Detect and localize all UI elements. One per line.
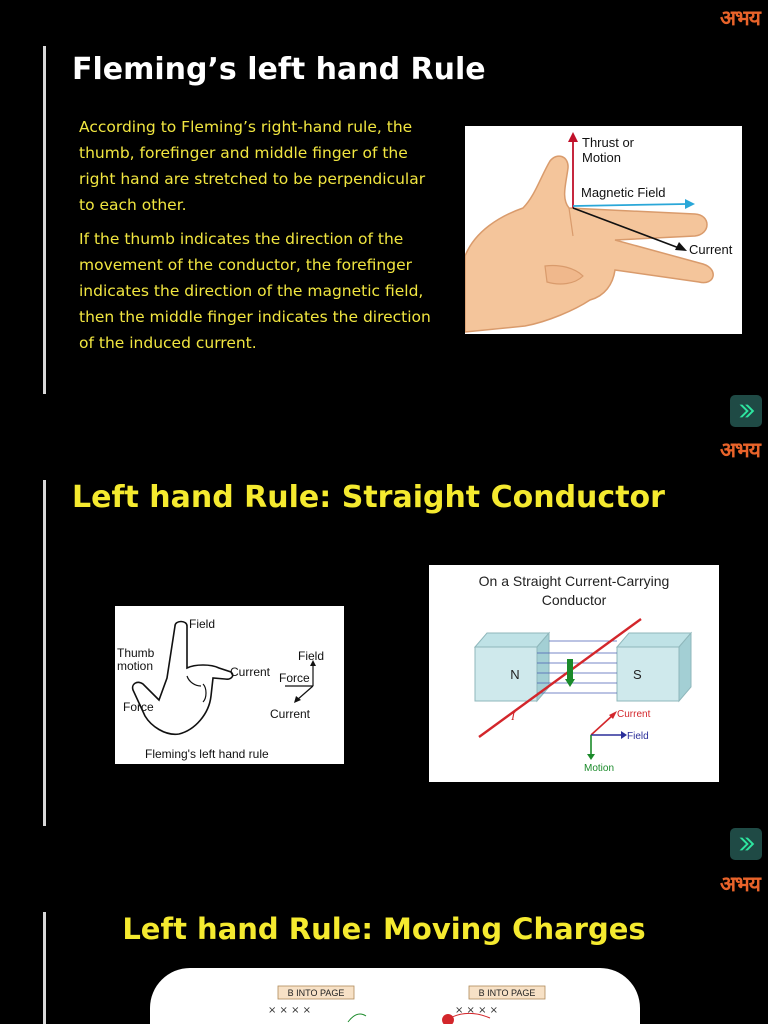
brand-logo: अभय — [720, 871, 761, 896]
brand-logo: अभय — [720, 5, 761, 30]
slide-title: Left hand Rule: Straight Conductor — [72, 480, 665, 515]
double-chevron-right-icon — [739, 404, 755, 418]
field-marks-left: × × × × — [268, 1005, 311, 1016]
paragraph-definition: According to Fleming’s right-hand rule, … — [79, 118, 426, 214]
magnet-n-label: N — [510, 667, 519, 682]
charges-diagram: B INTO PAGE B INTO PAGE × × × × × × × × — [268, 985, 546, 1024]
brand-logo: अभय — [720, 437, 761, 462]
charge-dot — [442, 1014, 454, 1024]
slide-straight-conductor: अभय Left hand Rule: Straight Conductor F… — [0, 430, 768, 860]
straight-conductor-figure: On a Straight Current-Carrying Conductor… — [429, 565, 719, 782]
label-magnetic-field: Magnetic Field — [581, 185, 666, 200]
double-chevron-right-icon — [739, 837, 755, 851]
slide-title: Fleming’s left hand Rule — [72, 52, 486, 87]
legend-current: Current — [617, 709, 651, 720]
label-thumb: Thumb — [117, 646, 155, 660]
slide-flemings-rule: अभय Fleming’s left hand Rule According t… — [0, 0, 768, 428]
label-current-finger: Current — [230, 665, 271, 679]
label-motion: Motion — [582, 150, 621, 165]
next-slide-button[interactable] — [730, 395, 762, 427]
axis-current-label: Current — [270, 707, 311, 721]
accent-bar — [43, 480, 46, 826]
paragraph-directions: If the thumb indicates the direction of … — [79, 230, 431, 352]
figure-title-line2: Conductor — [542, 592, 607, 608]
label-current: Current — [689, 242, 733, 257]
accent-bar — [43, 46, 46, 394]
hand-illustration: Thrust or Motion Magnetic Field Current — [464, 132, 733, 333]
label-field-up: Field — [189, 617, 215, 631]
hand-rule-figure: Thrust or Motion Magnetic Field Current — [464, 126, 742, 334]
legend-field: Field — [627, 731, 649, 742]
accent-bar — [43, 912, 46, 1024]
current-symbol: I — [510, 709, 516, 723]
axis-field-label: Field — [298, 649, 324, 663]
figure-caption: Fleming's left hand rule — [145, 747, 269, 761]
hand-sketch: Field Thumb motion Current Force Field F… — [117, 617, 324, 761]
moving-charges-figure: B INTO PAGE B INTO PAGE × × × × × × × × — [150, 968, 640, 1024]
legend-motion: Motion — [584, 763, 614, 774]
badge-b-into-page-right: B INTO PAGE — [479, 988, 536, 998]
label-thumb-motion: motion — [117, 659, 153, 673]
label-force: Force — [123, 700, 154, 714]
slide-moving-charges: अभय Left hand Rule: Moving Charges B INT… — [0, 862, 768, 1024]
field-marks-right: × × × × — [455, 1005, 498, 1016]
axis-force-label: Force — [279, 671, 310, 685]
left-hand-rule-sketch: Field Thumb motion Current Force Field F… — [115, 606, 344, 764]
figure-title-line1: On a Straight Current-Carrying — [479, 573, 670, 589]
magnet-s-label: S — [633, 667, 642, 682]
badge-b-into-page-left: B INTO PAGE — [288, 988, 345, 998]
next-slide-button[interactable] — [730, 828, 762, 860]
slide-title: Left hand Rule: Moving Charges — [122, 912, 646, 946]
label-thrust: Thrust or — [582, 135, 635, 150]
magnet-diagram: On a Straight Current-Carrying Conductor… — [473, 573, 693, 774]
slide-body: According to Fleming’s right-hand rule, … — [79, 114, 444, 356]
